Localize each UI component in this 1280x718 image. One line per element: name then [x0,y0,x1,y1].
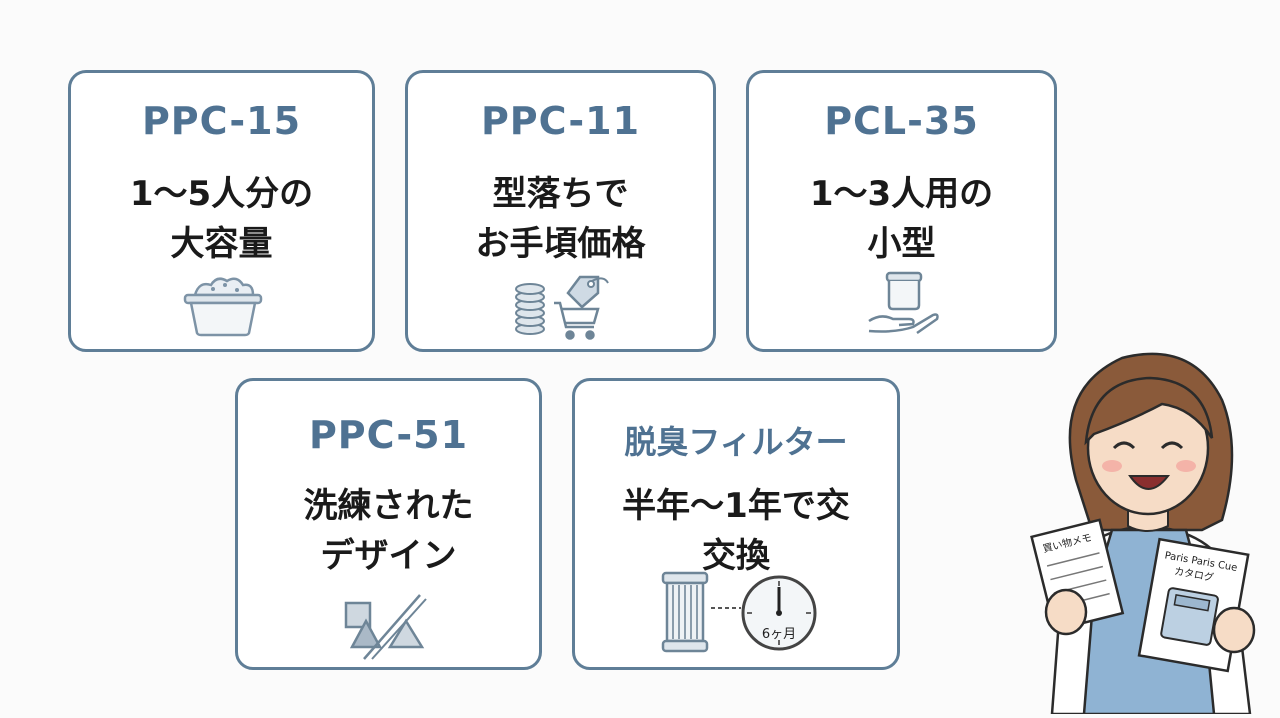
clock-icon [741,575,817,651]
product-card-pcl-35: PCL-35 1〜3人用の 小型 [746,70,1057,352]
model-name: PPC-15 [141,99,302,143]
dashed-connector [711,607,741,609]
model-name: 脱臭フィルター [624,423,848,461]
product-card-ppc-11: PPC-11 型落ちで お手頃価格 [405,70,716,352]
model-name: PPC-51 [308,413,469,457]
shopping-cart-icon [554,301,600,340]
product-description: 1〜3人用の 小型 [809,174,994,264]
small-container-hand-icon [868,271,939,335]
rice-tub-icon [183,277,263,337]
price-tag-icon [566,275,609,309]
shopper-character: 買い物メモ Paris Paris Cue カタログ [1022,330,1272,718]
product-card-ppc-15: PPC-15 1〜5人分の 大容量 [68,70,375,352]
product-description: 1〜5人分の 大容量 [129,174,314,264]
woman-illustration: 買い物メモ Paris Paris Cue カタログ [1030,352,1256,716]
product-description: 型落ちで お手頃価格 [475,174,646,264]
product-card-deodorizing-filter: 脱臭フィルター 半年〜1年で交 交換 6ヶ月 [572,378,900,670]
model-name: PPC-11 [480,99,641,143]
clock-label: 6ヶ月 [761,627,797,642]
product-card-ppc-51: PPC-51 洗練された デザイン [235,378,542,670]
geometric-shapes-icon [344,594,427,660]
filter-cartridge-icon [661,571,709,653]
product-description: 半年〜1年で交 交換 [622,486,850,576]
model-name: PCL-35 [824,99,979,143]
coin-stack-icon [515,283,545,335]
coins-cart-tag-icon [515,275,609,340]
product-description: 洗練された デザイン [303,486,474,576]
